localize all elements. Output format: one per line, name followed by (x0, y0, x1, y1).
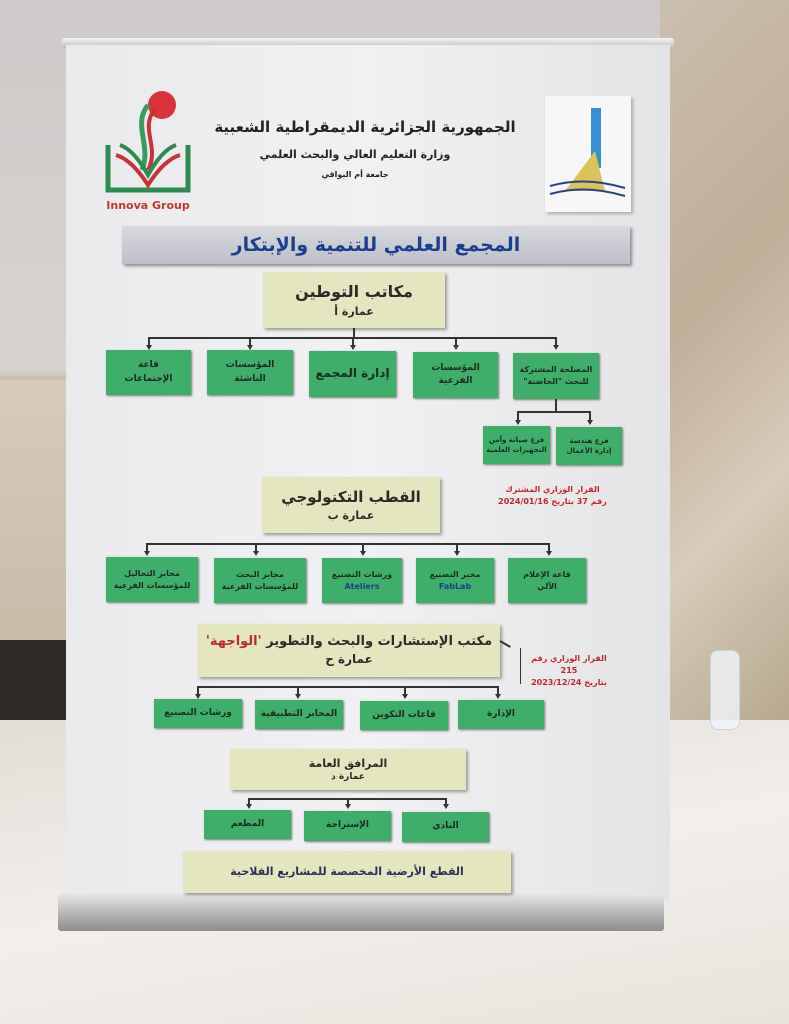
header-republic: الجمهورية الجزائرية الديمقراطية الشعبية (214, 118, 516, 136)
section-b-building: عمارة ب (327, 508, 375, 522)
unit-restaurant: المطعم (204, 810, 291, 839)
main-title: المجمع العلمي للتنمية والإبتكار (122, 226, 630, 264)
marble-wall (660, 0, 789, 720)
connector (352, 337, 354, 347)
connector (197, 686, 499, 688)
unit-training-rooms: قاعات التكوين (360, 701, 448, 730)
unit-club: النادي (402, 812, 489, 842)
section-d-building: عمارة د (331, 771, 365, 782)
header-ministry: وزارة التعليم العالي والبحث العلمي (259, 148, 451, 161)
connector (353, 328, 355, 337)
connector (445, 798, 447, 805)
water-bottle (710, 650, 740, 730)
connector (197, 686, 199, 695)
section-d-title: المرافق العامة (308, 756, 388, 770)
footer-box: القطع الأرضية المخصصة للمشاريع الفلاحية (183, 851, 511, 893)
section-c-highlight: 'الواجهة' (205, 634, 262, 649)
left-wall (0, 380, 70, 640)
innova-group-text: Innova Group (106, 199, 190, 212)
section-a-building: عمارة أ (334, 304, 374, 318)
connector (347, 798, 349, 805)
connector (555, 399, 557, 411)
banner-base (58, 893, 664, 931)
connector (146, 543, 550, 545)
connector (456, 543, 458, 552)
unit-administration: الإدارة (458, 700, 544, 729)
innova-group-logo: Innova Group (102, 85, 194, 217)
connector (404, 686, 406, 695)
connector (555, 337, 557, 347)
section-b-title: القطب التكنولوجي (281, 487, 421, 506)
university-logo (545, 96, 631, 212)
section-a-title: مكاتب التوطين (295, 282, 413, 302)
connector (248, 798, 250, 805)
section-c-box: مكتب الإستشارات والبحث والتطوير 'الواجهة… (198, 624, 500, 677)
connector (548, 543, 550, 552)
connector (255, 543, 257, 552)
section-c-title: مكتب الإستشارات والبحث والتطوير (266, 634, 493, 649)
banner-top-rail (62, 38, 674, 48)
section-a-box: مكاتب التوطين عمارة أ (263, 272, 445, 328)
section-d-box: المرافق العامة عمارة د (230, 749, 466, 790)
connector (517, 411, 591, 413)
unit-complex-admin: إدارة المجمع (309, 351, 396, 397)
connector (249, 337, 251, 347)
connector (362, 543, 364, 552)
connector (148, 337, 150, 347)
dark-corner (0, 640, 70, 720)
section-c-building: عمارة ح (325, 652, 373, 667)
unit-applied-labs: المخابر التطبيقية (255, 700, 343, 729)
connector (497, 686, 499, 695)
connector (146, 543, 148, 552)
connector (297, 686, 299, 695)
connector (517, 411, 519, 421)
connector (520, 648, 521, 684)
unit-rest-area: الإستراحة (304, 811, 391, 841)
section-b-box: القطب التكنولوجي عمارة ب (262, 477, 440, 533)
unit-workshops: ورشات التصنيع (154, 699, 242, 728)
connector (455, 337, 457, 347)
header-university: جامعة أم البواقي (321, 170, 389, 179)
connector (589, 411, 591, 421)
